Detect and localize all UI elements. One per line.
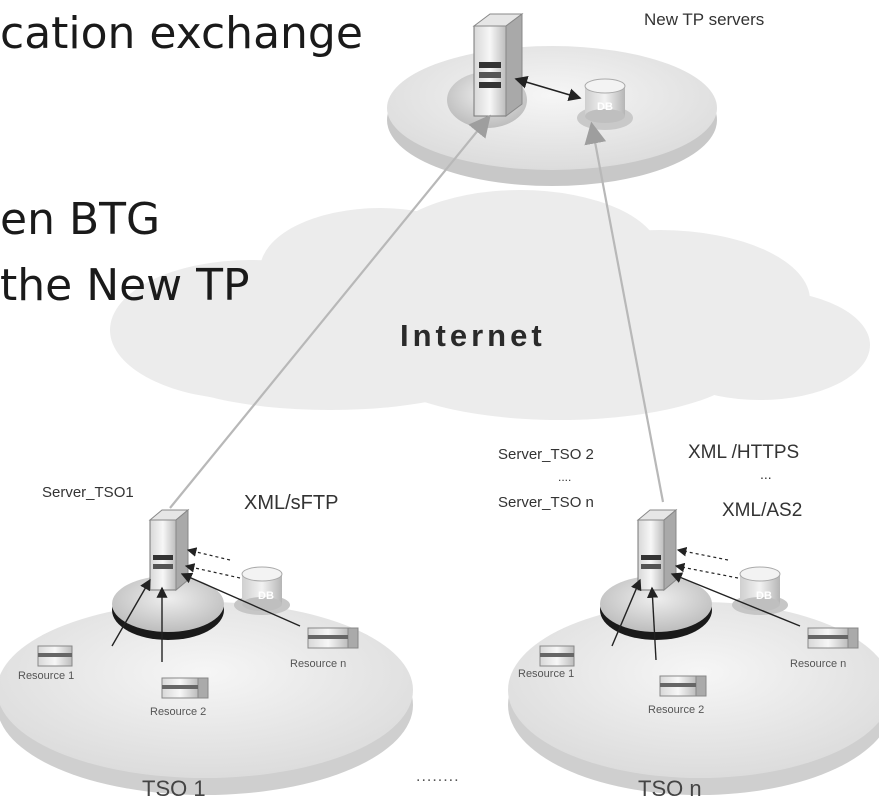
internet-cloud: [110, 190, 870, 420]
svg-text:DB: DB: [597, 101, 613, 113]
link-extra-to-server: [186, 547, 231, 561]
tson-protocol-https-label: XML /HTTPS: [688, 442, 800, 463]
link-tso1-to-tp: [169, 114, 491, 509]
resource-2-icon: [659, 675, 707, 697]
between-tso-ellipsis: ........: [416, 768, 460, 785]
slide-text-line-1: cation exchange: [0, 8, 363, 59]
new-tp-servers-caption: New TP servers: [644, 10, 765, 29]
server-tso2-label: Server_TSO 2: [498, 446, 594, 463]
server-tso-ellipsis: ....: [558, 470, 572, 484]
resource-1-icon: [539, 645, 575, 667]
server-tso1-label: Server_TSO1: [42, 484, 134, 501]
link-db-to-server: [674, 562, 739, 579]
tso1-protocol-label: XML/sFTP: [244, 492, 339, 514]
tso1-resource-1-label: Resource 1: [18, 670, 75, 682]
server-tson-label: Server_TSO n: [498, 494, 594, 511]
tson-resource-1-label: Resource 1: [518, 668, 575, 680]
resource-n-icon: [307, 627, 359, 649]
tson-protocol-as2-label: XML/AS2: [722, 500, 803, 521]
link-db-to-server: [184, 563, 241, 579]
server-icon: [636, 508, 678, 592]
link-resource2-to-server: [646, 586, 659, 661]
server-db-link: [514, 76, 582, 101]
tson-protocol-ellipsis: ...: [760, 466, 772, 482]
tso1-resource-n-label: Resource n: [290, 658, 347, 670]
resource-n-icon: [807, 627, 859, 649]
tson-caption: TSO n: [638, 776, 702, 801]
link-resourcen-to-server: [180, 572, 301, 627]
tson-node: DB: [508, 508, 879, 795]
svg-text:DB: DB: [258, 590, 274, 602]
slide-text-line-3: the New TP: [0, 260, 250, 311]
server-icon: [148, 508, 190, 592]
internet-label: Internet: [400, 318, 546, 353]
new-tp-servers-node: DB: [387, 13, 717, 186]
link-resourcen-to-server: [670, 572, 801, 627]
svg-text:DB: DB: [756, 590, 772, 602]
tso1-caption: TSO 1: [142, 776, 206, 801]
database-icon: DB: [577, 78, 633, 130]
resource-2-icon: [161, 677, 209, 699]
tson-resource-n-label: Resource n: [790, 658, 847, 670]
link-resource1-to-server: [111, 578, 151, 647]
database-icon: DB: [234, 566, 290, 615]
server-icon: [472, 13, 524, 117]
tson-resource-2-label: Resource 2: [648, 704, 705, 716]
link-tson-to-tp: [584, 121, 665, 503]
link-resource1-to-server: [611, 578, 642, 647]
tso1-node: DB: [0, 508, 413, 795]
link-extra-to-server: [676, 546, 729, 561]
tso1-resource-2-label: Resource 2: [150, 706, 207, 718]
resource-1-icon: [37, 645, 73, 667]
database-icon: DB: [732, 566, 788, 615]
slide-text-line-2: en BTG: [0, 194, 161, 245]
